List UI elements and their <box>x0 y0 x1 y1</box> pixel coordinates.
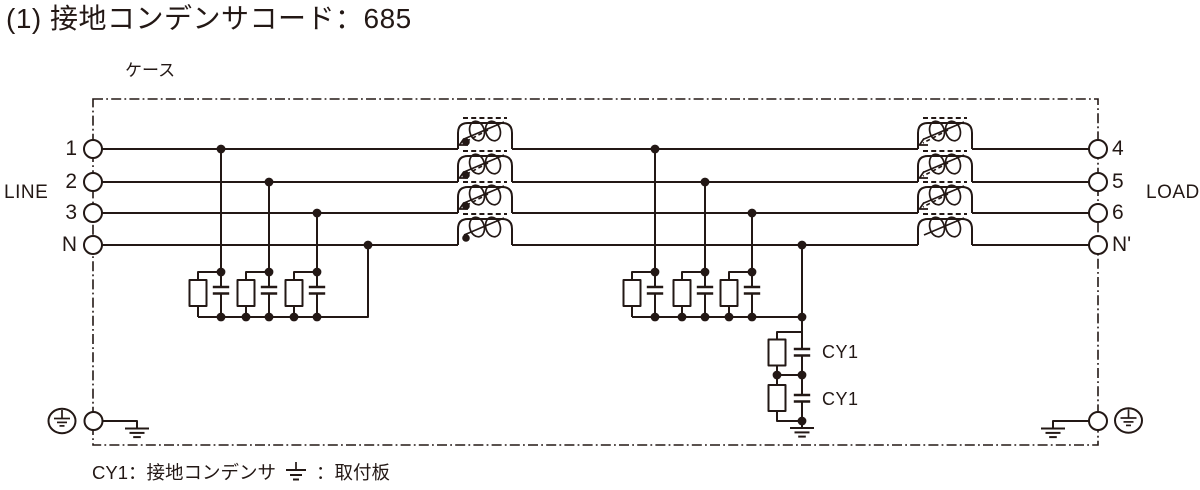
protective-earth-icon <box>1114 407 1143 434</box>
terminal-label-1: 1 <box>65 137 77 160</box>
earth-terminal <box>1088 411 1108 431</box>
earth-connection-right <box>1040 407 1143 439</box>
terminal-6 <box>1088 203 1108 223</box>
rc-pair <box>236 266 279 319</box>
terminal-label-3: 3 <box>65 201 77 224</box>
earth-terminal <box>83 411 104 431</box>
terminal-4 <box>1088 139 1108 159</box>
case-border <box>92 98 1099 446</box>
terminal-label-n-prime: N' <box>1112 233 1132 256</box>
terminal-label-6: 6 <box>1112 201 1124 224</box>
rc-network-right <box>622 144 807 322</box>
rc-pair <box>284 266 327 319</box>
terminal-n-prime <box>1088 235 1108 255</box>
phase-lines <box>102 148 1089 246</box>
common-mode-choke-left <box>457 117 513 246</box>
cy1-label-bottom: CY1 <box>822 389 859 409</box>
cy1-label-top: CY1 <box>822 342 859 362</box>
legend-cy1-text: CY1：接地コンデンサ <box>92 462 276 483</box>
terminal-label-2: 2 <box>65 170 77 193</box>
legend-plate-text: ：取付板 <box>316 462 391 483</box>
mounting-plate-ground-icon <box>789 427 815 438</box>
terminal-5 <box>1088 172 1108 192</box>
line-side-label: LINE <box>4 182 49 203</box>
mounting-plate-ground-icon <box>124 427 150 439</box>
terminal-1 <box>83 139 103 159</box>
cy1-network <box>767 317 815 438</box>
rc-pair <box>622 266 665 319</box>
load-side-label: LOAD <box>1146 182 1200 203</box>
choke-winding-icon <box>917 213 973 246</box>
terminal-3 <box>83 203 103 223</box>
mounting-plate-icon <box>286 462 306 481</box>
mounting-plate-ground-icon <box>1040 427 1066 439</box>
terminal-label-4: 4 <box>1112 137 1124 160</box>
earth-connection-left <box>47 407 150 439</box>
rc-pair <box>672 266 715 319</box>
protective-earth-icon <box>47 407 77 435</box>
terminal-label-n: N <box>61 233 77 256</box>
rc-network-left <box>188 144 373 322</box>
terminal-n <box>83 235 103 255</box>
legend-caption: CY1：接地コンデンサ ：取付板 <box>92 459 390 485</box>
case-label: ケース <box>125 61 176 80</box>
rc-pair <box>188 266 231 319</box>
terminal-2 <box>83 172 103 192</box>
terminal-label-5: 5 <box>1112 170 1124 193</box>
page-title: (1) 接地コンデンサコード：685 <box>6 3 412 34</box>
terminals <box>83 139 1108 255</box>
common-mode-choke-right <box>917 117 973 246</box>
rc-pair <box>719 266 762 319</box>
